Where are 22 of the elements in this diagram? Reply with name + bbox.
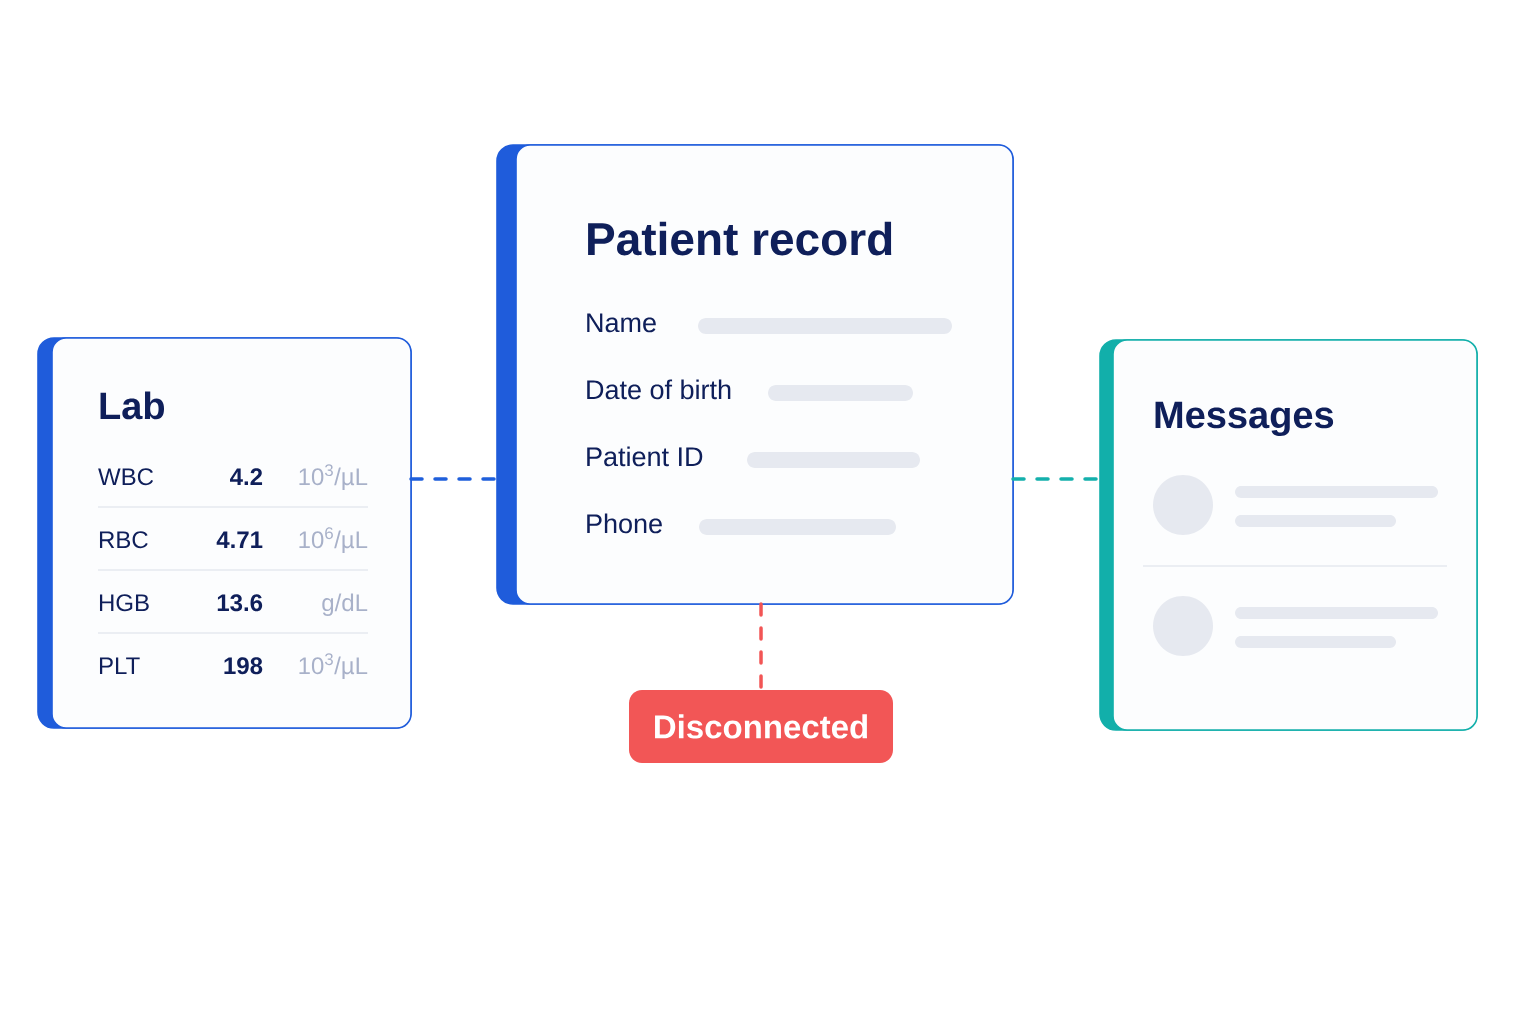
unit-label: 10$^{3}$/µL	[299, 653, 368, 679]
card-title: Messages	[1155, 401, 1334, 437]
test-name: PLT	[100, 657, 140, 674]
test-value: 198	[224, 657, 263, 675]
field-label: Patient ID	[587, 446, 703, 467]
connector	[409, 477, 499, 481]
field-label: Name	[587, 313, 656, 333]
unit-label: 10$^{6}$/µL	[299, 527, 368, 553]
field-label: Date of birth	[587, 379, 731, 400]
card-title: Patient record	[588, 221, 892, 256]
unit-label: g/dL	[322, 593, 368, 616]
test-name: RBC	[100, 531, 148, 549]
card-title: Lab	[100, 391, 164, 420]
field-label: Phone	[587, 513, 662, 534]
unit-label: 10$^{3}$/µL	[299, 464, 368, 490]
test-value: 4.71	[216, 531, 263, 548]
connector	[759, 602, 763, 692]
status-badge: Disconnected	[629, 690, 893, 763]
test-name: WBC	[98, 468, 154, 486]
test-value: 4.2	[230, 468, 263, 485]
test-name: HGB	[100, 594, 149, 612]
test-value: 13.6	[217, 594, 263, 612]
